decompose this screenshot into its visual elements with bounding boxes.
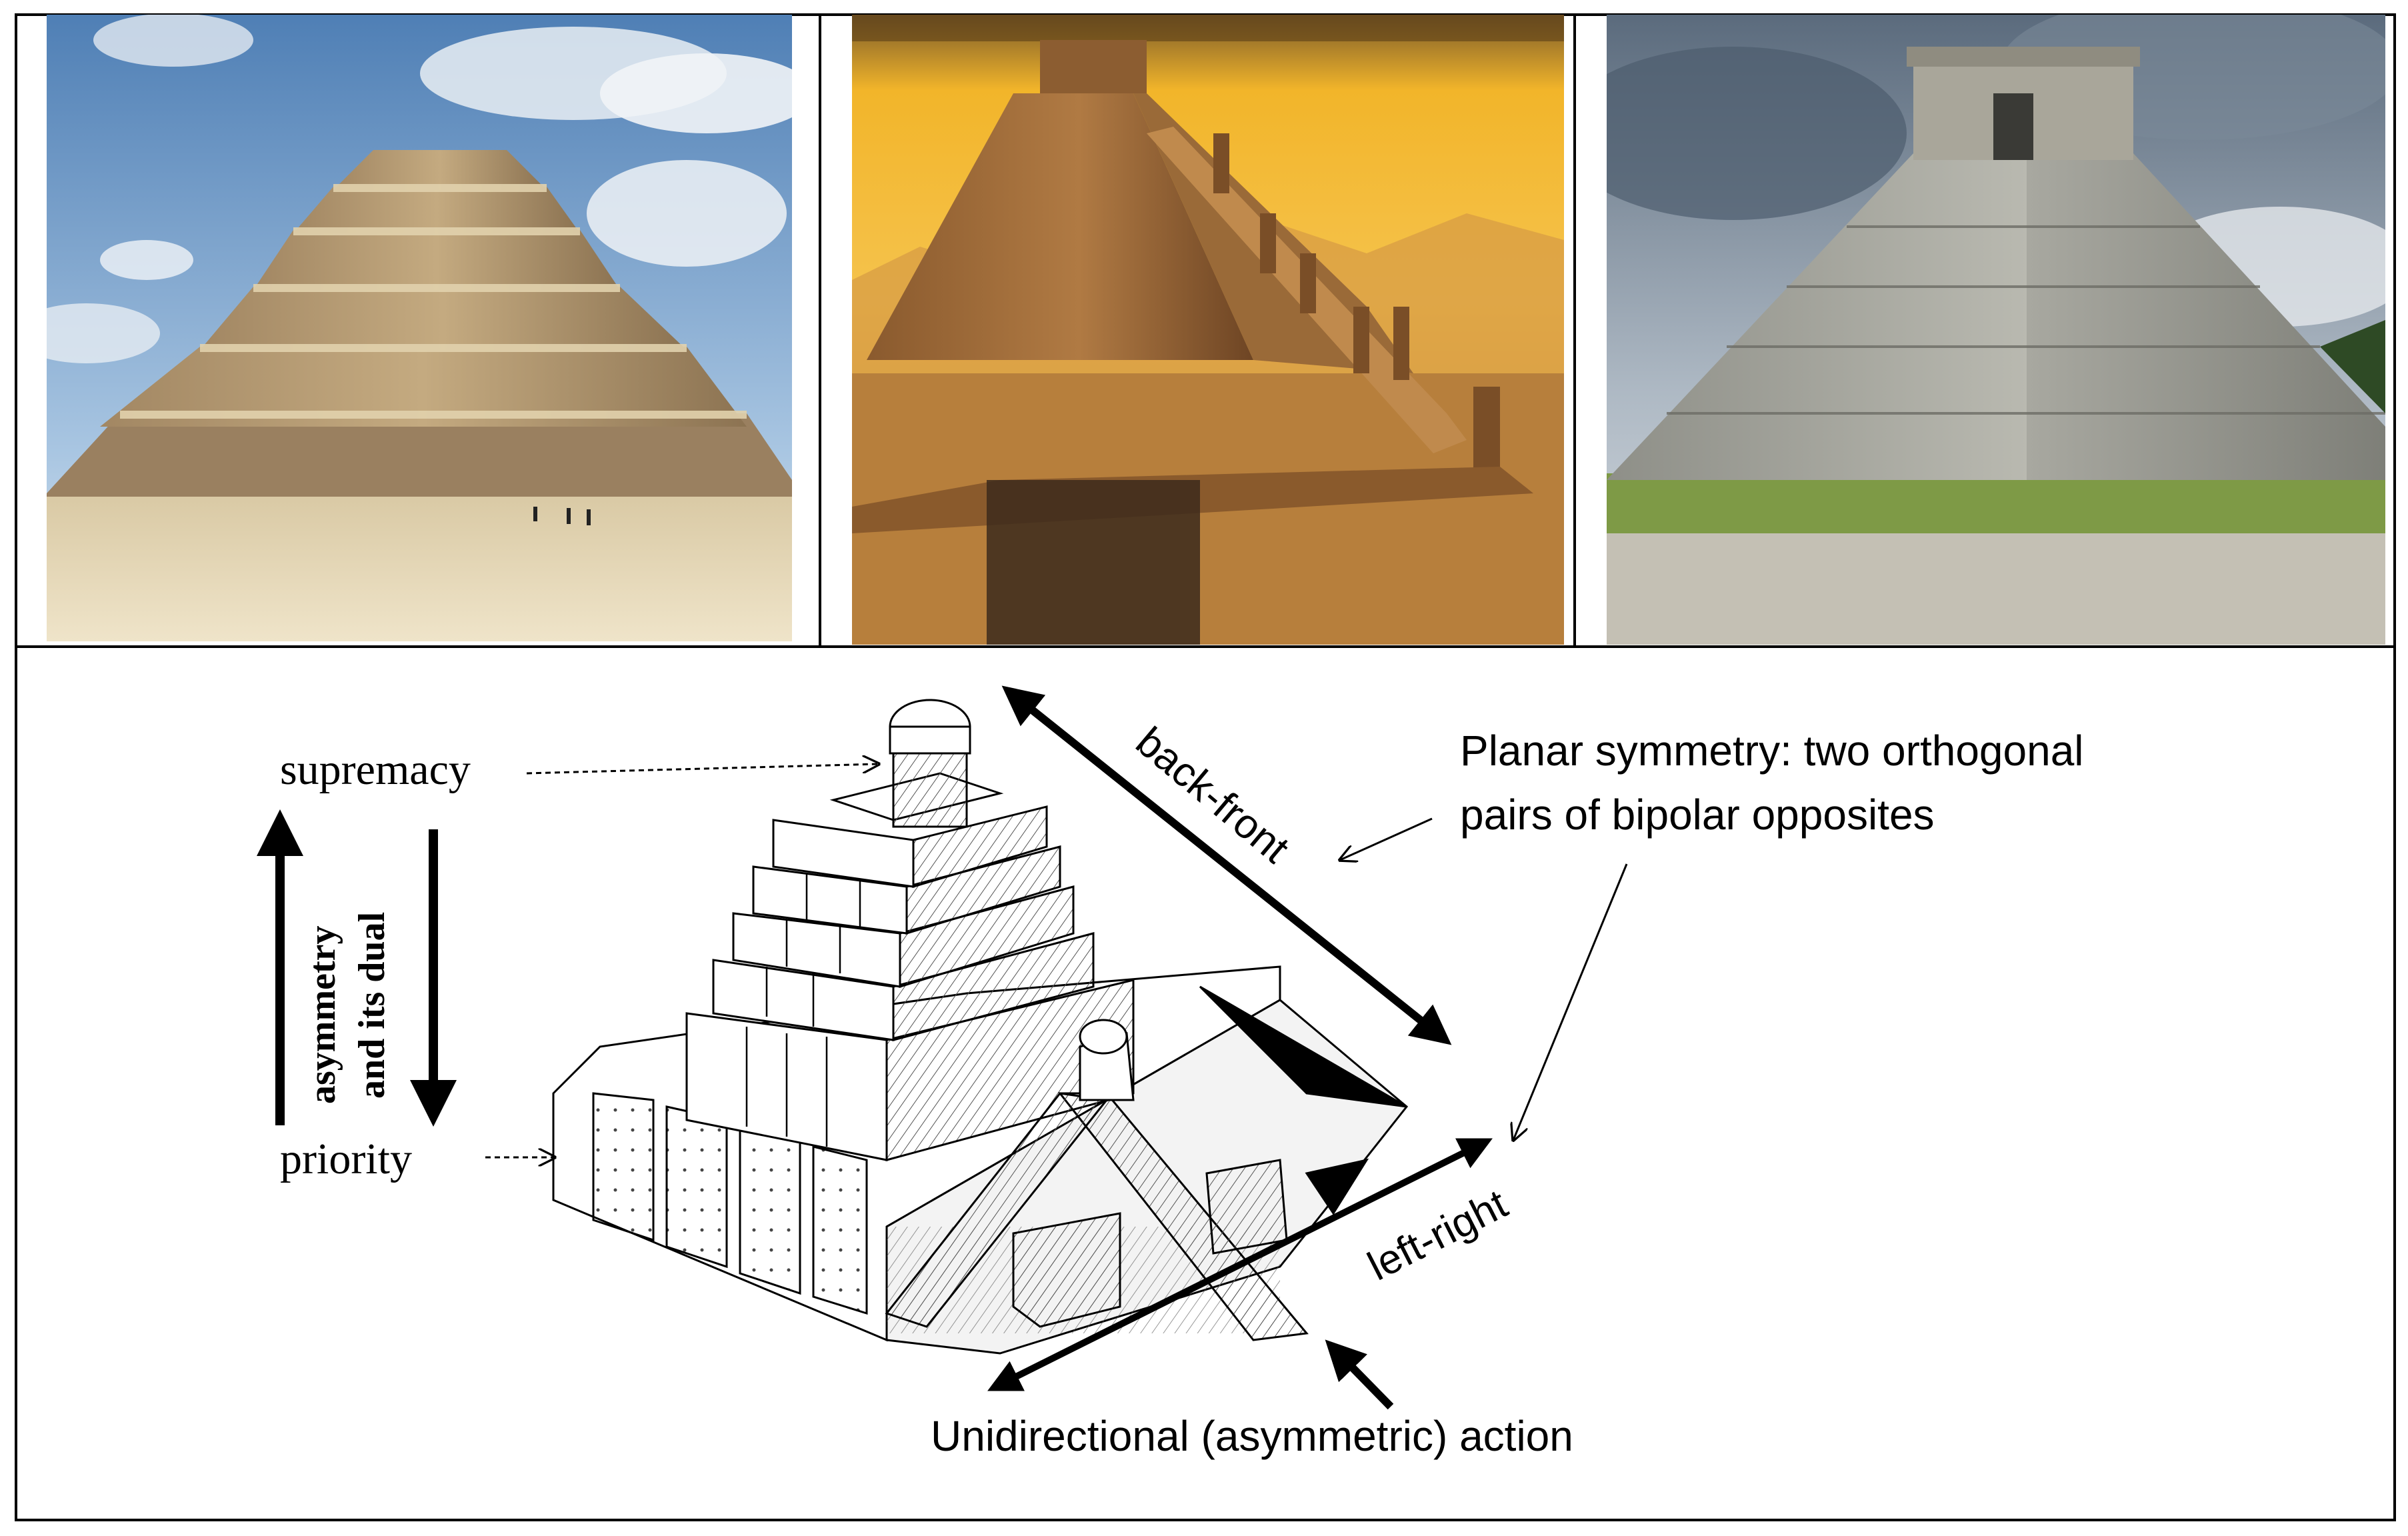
planar-symmetry-label-line2: pairs of bipolar opposites [1460, 791, 1935, 839]
priority-label: priority [280, 1135, 412, 1183]
unidirectional-action-arrow [1325, 1339, 1394, 1410]
asymmetry-label: asymmetry [302, 926, 343, 1104]
mesoamerican-pyramid-photo [1607, 15, 2385, 645]
back-front-arrow [1001, 685, 1452, 1045]
unidirectional-action-label: Unidirectional (asymmetric) action [931, 1412, 1573, 1460]
left-right-pointer [1513, 863, 1628, 1140]
left-right-arrow [987, 1138, 1493, 1391]
supremacy-label: supremacy [280, 745, 471, 794]
supremacy-pointer [526, 764, 879, 775]
step-pyramid-photo [47, 15, 792, 641]
ziggurat-render [852, 15, 1564, 645]
planar-symmetry-label-line1: Planar symmetry: two orthogonal [1460, 727, 2084, 775]
and-its-dual-label: and its dual [351, 912, 393, 1099]
back-front-pointer [1340, 817, 1433, 860]
